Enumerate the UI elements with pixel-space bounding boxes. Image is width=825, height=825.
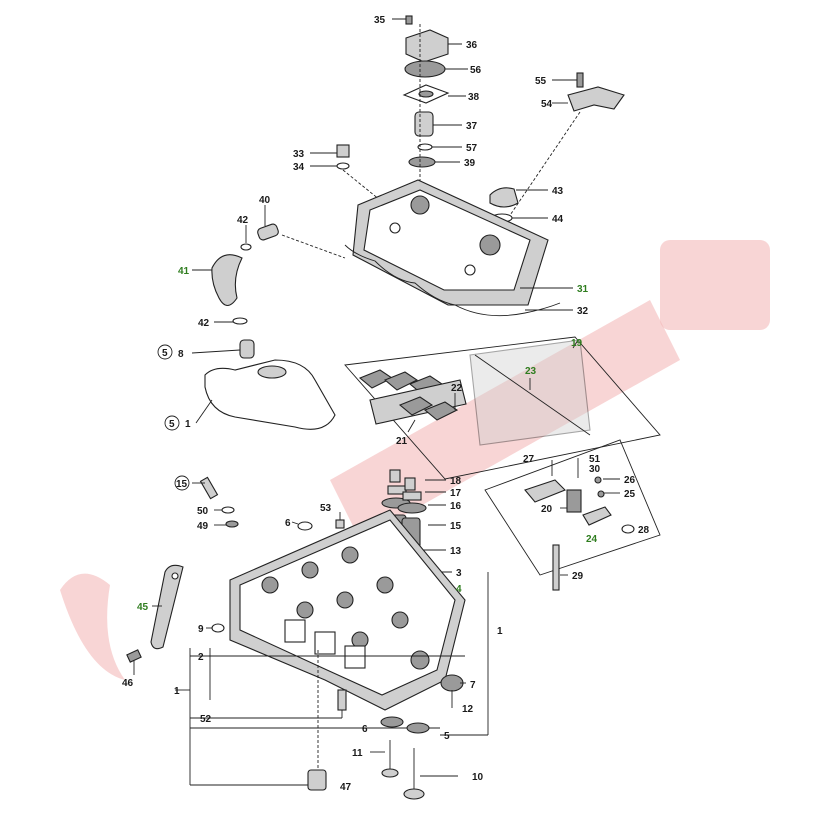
callout-43: 43 [552, 186, 564, 197]
callout-5-circled-mid: 5 [169, 419, 175, 430]
callout-11: 11 [352, 748, 363, 759]
callout-26: 26 [624, 475, 636, 486]
rocker-arms-row [358, 369, 467, 425]
callout-54: 54 [541, 99, 553, 110]
callout-19: 19 [571, 338, 583, 349]
callout-23: 23 [525, 366, 537, 377]
side-rocker-parts [484, 439, 661, 591]
valve-cover-gasket [344, 244, 573, 317]
valve-cover [352, 179, 573, 306]
callout-21: 21 [396, 436, 408, 447]
valves [370, 716, 458, 800]
callout-42-lower: 42 [198, 318, 210, 329]
leader-lines [175, 572, 489, 791]
callout-49: 49 [197, 521, 209, 532]
callout-29: 29 [572, 571, 584, 582]
callout-52: 52 [200, 714, 212, 725]
callout-28: 28 [638, 525, 650, 536]
callout-33: 33 [293, 149, 305, 160]
callout-10: 10 [472, 772, 484, 783]
breather-hose [192, 205, 346, 325]
callout-30: 30 [589, 464, 601, 475]
callout-1-left: 1 [174, 686, 180, 697]
callout-57: 57 [466, 143, 478, 154]
callout-39: 39 [464, 158, 476, 169]
callout-34: 34 [293, 162, 305, 173]
callout-24: 24 [586, 534, 598, 545]
callout-35: 35 [374, 15, 386, 26]
lifting-bracket [499, 72, 625, 231]
callout-37: 37 [466, 121, 478, 132]
callout-20: 20 [541, 504, 553, 515]
callout-38: 38 [468, 92, 480, 103]
front-lifting-plate [126, 564, 184, 675]
callout-12: 12 [462, 704, 474, 715]
breather-bolt-group [310, 144, 381, 201]
callout-15: 15 [450, 521, 462, 532]
callout-5-circled-top: 5 [162, 348, 168, 359]
cylinder-head [229, 509, 466, 711]
callout-55: 55 [535, 76, 547, 87]
callout-41: 41 [178, 266, 190, 277]
callout-53: 53 [320, 503, 332, 514]
callout-42-upper: 42 [237, 215, 249, 226]
watermark-logo [60, 240, 770, 680]
callout-46: 46 [122, 678, 134, 689]
callout-51: 51 [589, 454, 601, 465]
callout-18: 18 [450, 476, 462, 487]
callout-13: 13 [450, 546, 462, 557]
callout-8: 8 [178, 349, 184, 360]
callout-56: 56 [470, 65, 482, 76]
callout-2: 2 [198, 652, 204, 663]
callout-32: 32 [577, 306, 589, 317]
callout-labels: 35 36 56 38 37 57 39 33 34 55 54 43 44 4… [122, 15, 650, 793]
callout-50: 50 [197, 506, 209, 517]
callout-6-lower: 6 [362, 724, 368, 735]
callout-4: 4 [456, 584, 462, 595]
oil-filler-cap-stack [392, 15, 468, 205]
callout-5-lower: 5 [444, 731, 450, 742]
callout-17: 17 [450, 488, 462, 499]
callout-3: 3 [456, 568, 462, 579]
callout-44: 44 [552, 214, 564, 225]
rocker-arm-assembly [344, 336, 661, 480]
callout-36: 36 [466, 40, 478, 51]
thermostat-housing [191, 339, 336, 430]
callout-15-circled: 15 [176, 479, 188, 490]
callout-1-right: 1 [497, 626, 503, 637]
callout-40: 40 [259, 195, 271, 206]
callout-22: 22 [451, 383, 463, 394]
callout-16: 16 [450, 501, 462, 512]
callout-31: 31 [577, 284, 589, 295]
injector-side-parts [192, 476, 345, 633]
callout-9: 9 [198, 624, 204, 635]
callout-27: 27 [523, 454, 535, 465]
callout-25: 25 [624, 489, 636, 500]
callout-45: 45 [137, 602, 149, 613]
callout-1-top: 1 [185, 419, 191, 430]
callout-6-upper: 6 [285, 518, 291, 529]
callout-7: 7 [470, 680, 476, 691]
callout-47: 47 [340, 782, 352, 793]
